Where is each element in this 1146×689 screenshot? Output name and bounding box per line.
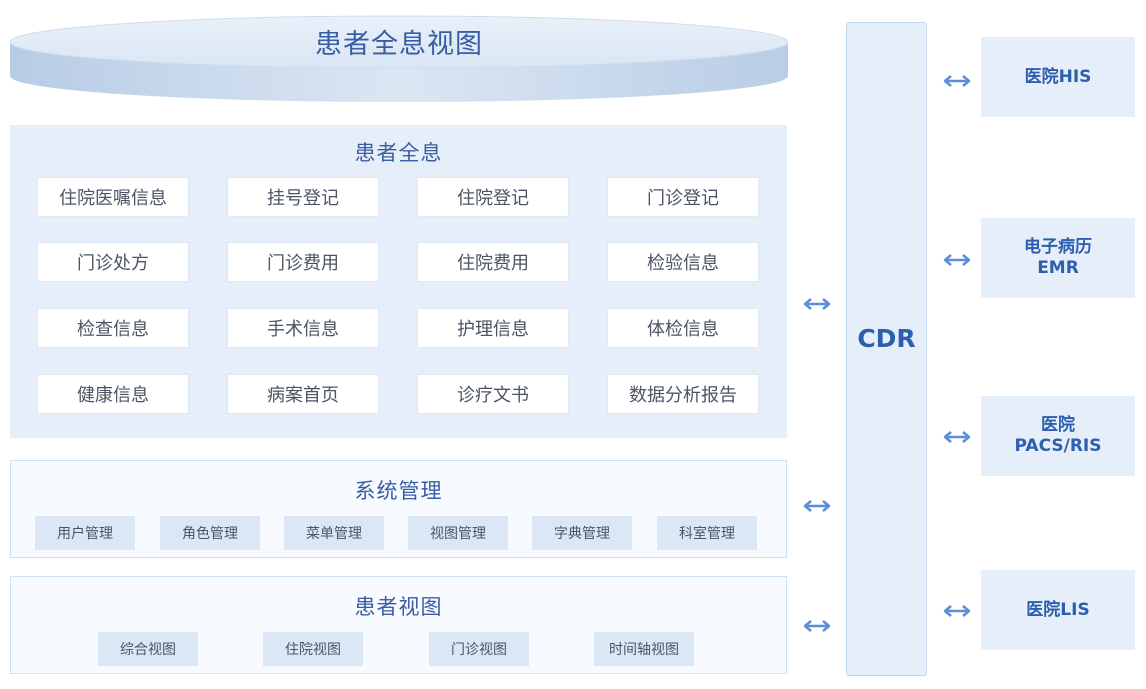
panel-title: 患者视图: [354, 595, 443, 619]
system-his: 医院HIS: [981, 37, 1135, 117]
system-module-chip: 角色管理: [160, 516, 260, 550]
cdr-box: [846, 22, 927, 676]
system-line1: 医院LIS: [1026, 599, 1090, 620]
bidirectional-arrow-icon: [943, 605, 971, 617]
system-module-chip: 科室管理: [657, 516, 757, 550]
info-card: 住院费用: [417, 242, 569, 282]
info-card: 门诊处方: [37, 242, 189, 282]
info-card: 住院医嘱信息: [37, 177, 189, 217]
header-disc: [10, 15, 788, 102]
info-card: 挂号登记: [227, 177, 379, 217]
system-module-chip: 视图管理: [408, 516, 508, 550]
bidirectional-arrow-icon: [943, 75, 971, 87]
system-line1: 电子病历: [1024, 237, 1092, 257]
system-line1: 医院: [1041, 415, 1075, 435]
bidirectional-arrow-icon: [803, 620, 831, 632]
info-card: 住院登记: [417, 177, 569, 217]
info-card: 门诊登记: [607, 177, 759, 217]
system-line1: 医院HIS: [1024, 66, 1092, 87]
view-chip: 时间轴视图: [594, 632, 694, 666]
info-card: 诊疗文书: [417, 374, 569, 414]
info-card: 病案首页: [227, 374, 379, 414]
info-card: 护理信息: [417, 308, 569, 348]
info-card: 数据分析报告: [607, 374, 759, 414]
info-card: 体检信息: [607, 308, 759, 348]
system-module-chip: 字典管理: [532, 516, 632, 550]
panel-title: 系统管理: [354, 479, 443, 503]
info-card: 检验信息: [607, 242, 759, 282]
view-chip: 门诊视图: [429, 632, 529, 666]
panel-patient-views: 患者视图 综合视图 住院视图 门诊视图 时间轴视图: [10, 576, 787, 674]
info-card: 健康信息: [37, 374, 189, 414]
info-card: 检查信息: [37, 308, 189, 348]
view-chip: 综合视图: [98, 632, 198, 666]
header-title: 患者全息视图: [315, 29, 483, 60]
view-chip: 住院视图: [263, 632, 363, 666]
panel-patient-holographic: 患者全息 住院医嘱信息挂号登记住院登记门诊登记门诊处方门诊费用住院费用检验信息检…: [10, 125, 787, 438]
system-module-chip: 用户管理: [35, 516, 135, 550]
panel-system-management: 系统管理 用户管理角色管理菜单管理视图管理字典管理科室管理: [10, 460, 787, 558]
info-card: 门诊费用: [227, 242, 379, 282]
system-emr: 电子病历 EMR: [981, 218, 1135, 298]
system-pacs-ris: 医院 PACS/RIS: [981, 396, 1135, 476]
bidirectional-arrow-icon: [803, 298, 831, 310]
system-line2: EMR: [1037, 258, 1079, 278]
system-lis: 医院LIS: [981, 570, 1135, 650]
panel-title: 患者全息: [354, 141, 443, 165]
cdr-label: CDR: [857, 324, 916, 353]
bidirectional-arrow-icon: [943, 431, 971, 443]
bidirectional-arrow-icon: [803, 500, 831, 512]
system-module-chip: 菜单管理: [284, 516, 384, 550]
bidirectional-arrow-icon: [943, 254, 971, 266]
info-card: 手术信息: [227, 308, 379, 348]
system-line2: PACS/RIS: [1014, 436, 1102, 456]
